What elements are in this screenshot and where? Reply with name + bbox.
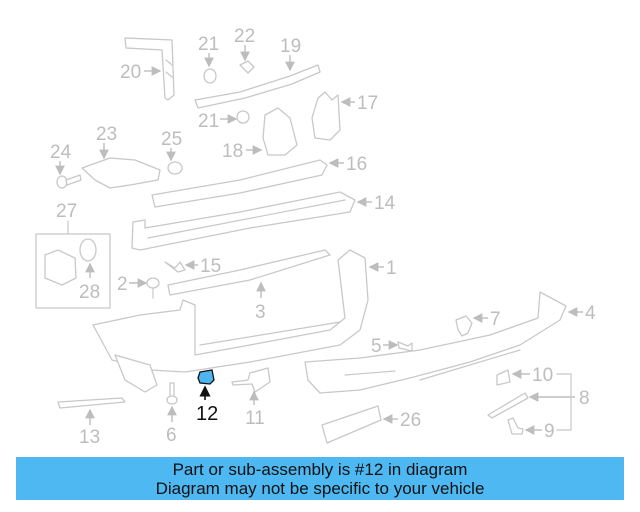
callout-19[interactable]: 19 xyxy=(280,36,301,57)
callout-21-top[interactable]: 21 xyxy=(198,34,219,55)
callout-11[interactable]: 11 xyxy=(245,408,265,429)
part-26-plate-bracket[interactable] xyxy=(321,405,382,444)
part-16-absorber[interactable] xyxy=(151,159,328,208)
callout-4[interactable]: 4 xyxy=(585,303,596,324)
part-4-valance[interactable] xyxy=(304,291,567,394)
callout-8[interactable]: 8 xyxy=(579,388,590,409)
callout-17[interactable]: 17 xyxy=(357,93,378,114)
part-22-clip[interactable] xyxy=(239,60,255,74)
part-10-cap[interactable] xyxy=(496,369,511,386)
part-8-reflector[interactable] xyxy=(487,392,529,419)
part-18-bracket[interactable] xyxy=(262,107,298,156)
part-5-bolt[interactable] xyxy=(397,341,413,352)
part-1-bumper-cover[interactable] xyxy=(92,249,369,373)
callout-24[interactable]: 24 xyxy=(50,142,72,163)
part-1-corner[interactable] xyxy=(114,354,158,393)
part-23-bracket[interactable] xyxy=(81,157,161,189)
callout-23[interactable]: 23 xyxy=(96,124,117,145)
part-12-highlighted[interactable] xyxy=(197,369,215,385)
part-21-plug[interactable] xyxy=(203,68,217,84)
callout-25[interactable]: 25 xyxy=(161,129,182,150)
part-17-bracket[interactable] xyxy=(311,91,341,141)
part-11-bracket[interactable] xyxy=(231,367,271,393)
part-20-bracket[interactable] xyxy=(124,37,175,101)
callout-28[interactable]: 28 xyxy=(79,282,100,303)
callout-13[interactable]: 13 xyxy=(79,427,100,448)
banner-line-part: Part or sub-assembly is #12 in diagram xyxy=(172,459,468,479)
callout-14[interactable]: 14 xyxy=(374,193,396,214)
callout-1[interactable]: 1 xyxy=(386,258,397,279)
part-19-strip[interactable] xyxy=(194,64,321,109)
part-6-bolt[interactable] xyxy=(166,382,178,405)
part-7-clip[interactable] xyxy=(455,315,473,337)
part-21-plug-lower[interactable] xyxy=(236,110,250,124)
part-15-bolt[interactable] xyxy=(164,261,186,273)
part-27-sensor[interactable] xyxy=(44,249,77,286)
callout-10[interactable]: 10 xyxy=(532,365,553,386)
part-24-bolt[interactable] xyxy=(56,174,82,189)
part-2-pushpin[interactable] xyxy=(146,277,160,299)
callout-20[interactable]: 20 xyxy=(120,62,141,83)
callout-5[interactable]: 5 xyxy=(371,336,382,357)
callout-15[interactable]: 15 xyxy=(200,256,221,277)
callout-12[interactable]: 12 xyxy=(196,403,218,425)
part-13-reflector[interactable] xyxy=(57,397,126,409)
callout-3[interactable]: 3 xyxy=(255,302,266,323)
callout-22[interactable]: 22 xyxy=(234,26,255,47)
callout-18[interactable]: 18 xyxy=(222,141,243,162)
callout-2[interactable]: 2 xyxy=(117,274,128,295)
part-3-molding[interactable] xyxy=(167,249,331,296)
part-9-bolt[interactable] xyxy=(507,417,524,435)
part-25-grommet[interactable] xyxy=(167,161,183,175)
part-14-reinforcement[interactable] xyxy=(131,191,356,251)
callout-6[interactable]: 6 xyxy=(166,425,177,446)
banner-line-disclaimer: Diagram may not be specific to your vehi… xyxy=(155,478,485,498)
info-banner: Part or sub-assembly is #12 in diagram D… xyxy=(16,457,624,500)
callout-21-lower[interactable]: 21 xyxy=(198,111,219,132)
callout-16[interactable]: 16 xyxy=(346,154,367,175)
callout-26[interactable]: 26 xyxy=(400,410,421,431)
part-28-ring[interactable] xyxy=(79,238,97,262)
callout-7[interactable]: 7 xyxy=(490,309,501,330)
callout-9[interactable]: 9 xyxy=(544,421,555,442)
callout-27[interactable]: 27 xyxy=(56,201,77,222)
